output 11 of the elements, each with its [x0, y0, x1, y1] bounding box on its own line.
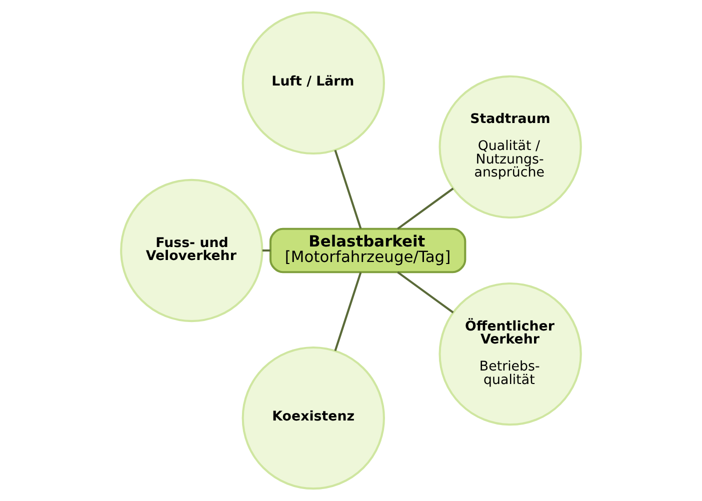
- node-circle: Koexistenz: [242, 346, 385, 490]
- node-circle: Fuss- und Veloverkehr: [120, 178, 264, 322]
- node-circle: Luft / Lärm: [242, 11, 385, 155]
- connector: [397, 271, 454, 314]
- node-circle: Öffentlicher Verkehr Betriebs- qualität: [438, 282, 582, 426]
- node-box: Belastbarkeit [Motorfahrzeuge/Tag]: [269, 228, 466, 274]
- connector: [262, 249, 270, 252]
- node-circle: Stadtraum Qualität / Nutzungs- ansprüche: [438, 75, 582, 219]
- connector: [334, 272, 362, 352]
- connector: [397, 188, 454, 230]
- connector: [334, 150, 362, 229]
